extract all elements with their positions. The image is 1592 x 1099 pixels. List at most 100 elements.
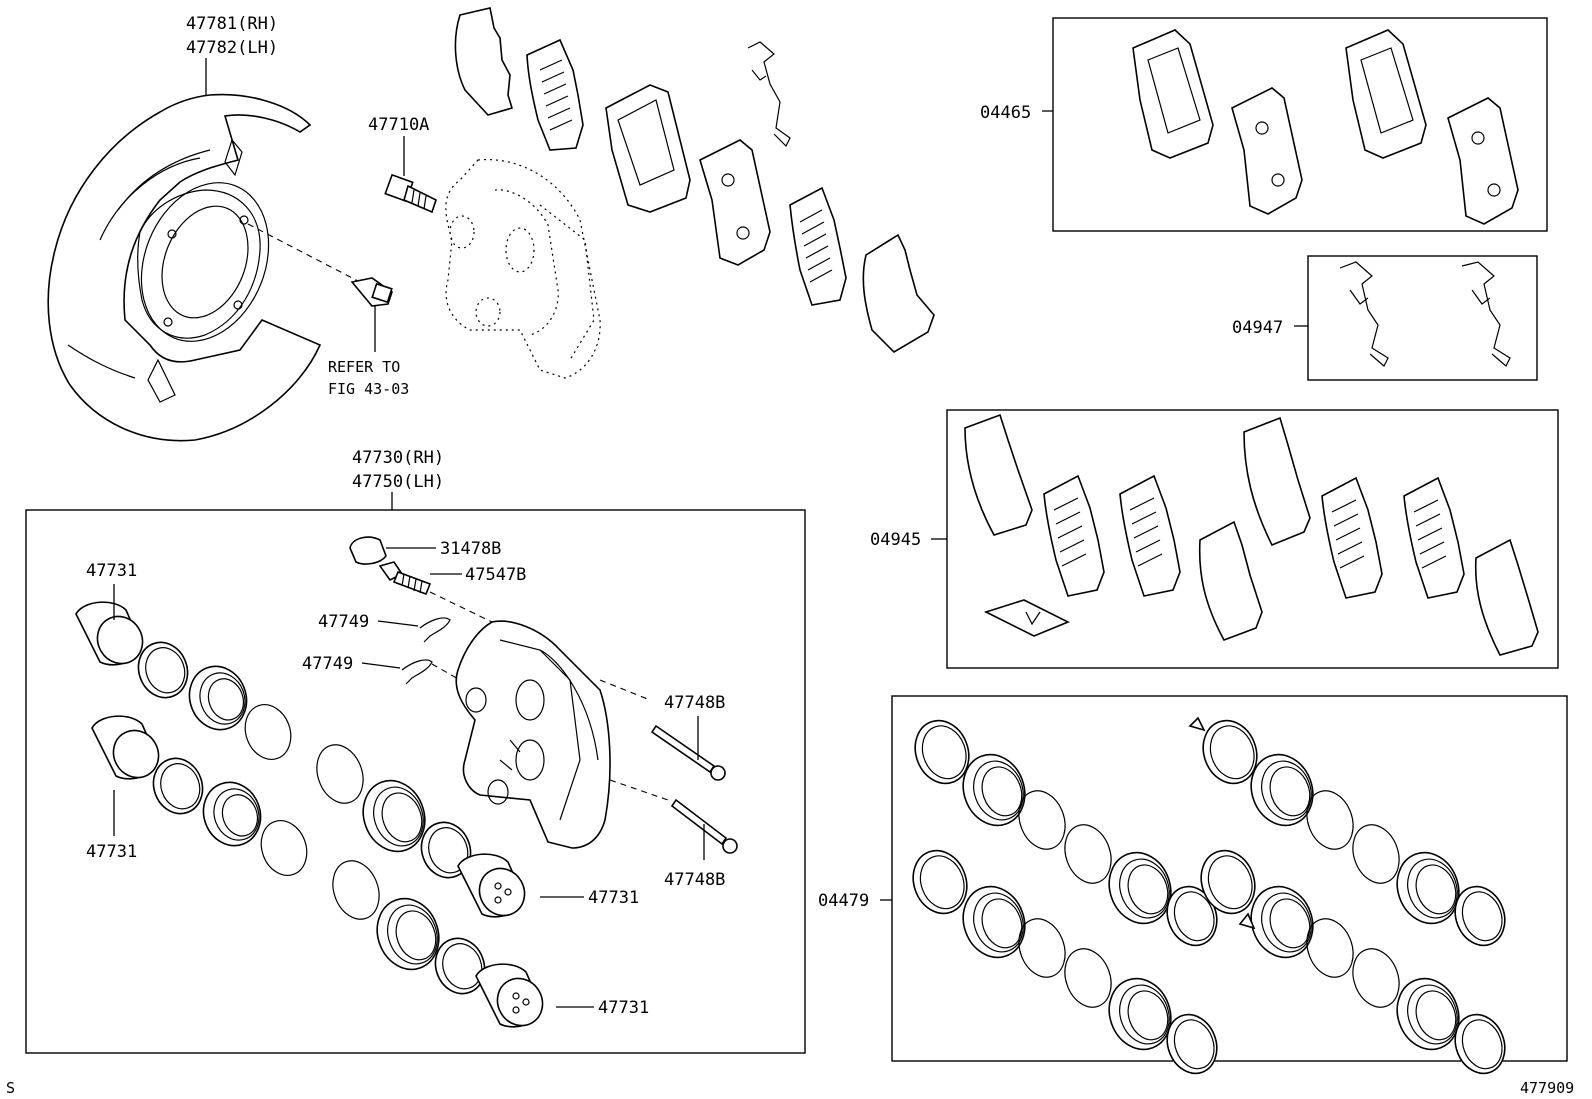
- kit-thin-ring[interactable]: [1011, 784, 1073, 855]
- seal-ring[interactable]: [131, 635, 195, 704]
- bleeder-cap[interactable]: [349, 536, 387, 565]
- seal-ring[interactable]: [414, 815, 478, 884]
- caliper-body[interactable]: [455, 620, 611, 849]
- kit-dust-boot[interactable]: [953, 746, 1034, 834]
- kit-thin-ring[interactable]: [1057, 818, 1119, 889]
- label-bleeder: 47547B: [465, 565, 526, 585]
- pad-upper-3[interactable]: [862, 233, 935, 354]
- kit-shim-2[interactable]: [1119, 474, 1181, 597]
- kit-grease-cap[interactable]: [1188, 716, 1206, 732]
- label-bolt: 47710A: [368, 115, 429, 135]
- kit-grease-cap[interactable]: [1238, 912, 1256, 930]
- backing-plate-upper[interactable]: [699, 139, 771, 266]
- kit-seal-ring[interactable]: [1447, 1008, 1513, 1081]
- kit-thin-ring[interactable]: [1057, 942, 1119, 1013]
- kit-seal-ring[interactable]: [1195, 713, 1266, 791]
- shim-upper-2[interactable]: [789, 186, 847, 306]
- kit-shim-pad-3[interactable]: [1243, 416, 1311, 547]
- label-kit-seals: 04479: [818, 891, 869, 911]
- kit-dust-boot[interactable]: [1241, 746, 1322, 834]
- label-kit-springs: 04947: [1232, 318, 1283, 338]
- piston-bottom-left[interactable]: [91, 715, 167, 786]
- caliper-kit-box: [25, 509, 806, 1054]
- seal-ring[interactable]: [146, 751, 210, 820]
- kit-dust-boot[interactable]: [1099, 970, 1180, 1058]
- kit-seal-ring[interactable]: [1447, 880, 1513, 953]
- piston-middle[interactable]: [457, 853, 533, 924]
- kit-seal-ring[interactable]: [905, 843, 976, 921]
- kit-thin-ring[interactable]: [1345, 818, 1407, 889]
- kit-seal-ring[interactable]: [1159, 880, 1225, 953]
- dust-boot[interactable]: [353, 772, 434, 860]
- kit-box-04465: [1052, 17, 1548, 232]
- piston-bottom[interactable]: [475, 963, 551, 1034]
- kit-seal-ring[interactable]: [1193, 843, 1264, 921]
- corner-mark: S: [6, 1079, 15, 1097]
- kit-spring-2[interactable]: [1461, 261, 1511, 367]
- kit-dust-boot[interactable]: [953, 878, 1034, 966]
- kit-shim-pad-4[interactable]: [1474, 538, 1539, 656]
- kit-thin-ring[interactable]: [1345, 942, 1407, 1013]
- clip-lower[interactable]: [401, 659, 433, 685]
- label-cap: 31478B: [440, 539, 501, 559]
- kit-shim-1[interactable]: [1043, 474, 1105, 597]
- kit-thin-ring[interactable]: [1299, 912, 1361, 983]
- seal-ring[interactable]: [428, 931, 492, 1000]
- label-clip-lower: 47749: [302, 654, 353, 674]
- kit-thin-ring[interactable]: [1011, 912, 1073, 983]
- piston-top-left[interactable]: [75, 601, 151, 672]
- pin-upper[interactable]: [650, 724, 726, 781]
- pin-lower[interactable]: [670, 798, 738, 854]
- kit-shim-pad-2[interactable]: [1198, 520, 1263, 641]
- shim-upper-1[interactable]: [526, 38, 584, 151]
- dust-boot[interactable]: [181, 658, 256, 737]
- kit-shim-3[interactable]: [1321, 476, 1383, 599]
- dust-shield[interactable]: [47, 93, 322, 442]
- kit-box-04479: [891, 695, 1568, 1062]
- kit-dust-boot[interactable]: [1387, 844, 1468, 932]
- kit-pad-2[interactable]: [1345, 29, 1427, 159]
- label-clip-upper: 47749: [318, 612, 369, 632]
- kit-pad-1[interactable]: [1132, 29, 1214, 159]
- seal-ring-thin[interactable]: [325, 854, 387, 925]
- figure-number: 477909: [1520, 1079, 1574, 1097]
- label-piston-mid: 47731: [588, 888, 639, 908]
- kit-seal-set[interactable]: [905, 713, 1513, 1080]
- shield-screw[interactable]: [350, 277, 393, 307]
- seal-ring-thin[interactable]: [238, 698, 298, 766]
- label-refer-1: REFER TO: [328, 358, 400, 376]
- kit-spring-1[interactable]: [1339, 261, 1389, 367]
- bleeder-screw[interactable]: [378, 561, 432, 596]
- caliper-seal-set[interactable]: [75, 601, 551, 1034]
- dust-boot[interactable]: [195, 774, 270, 853]
- kit-shim-pad-1[interactable]: [964, 413, 1033, 536]
- seal-ring-thin[interactable]: [309, 738, 371, 809]
- kit-thin-ring[interactable]: [1299, 784, 1361, 855]
- seal-ring-thin[interactable]: [254, 814, 314, 882]
- kit-seal-ring[interactable]: [1159, 1008, 1225, 1081]
- clip-upper[interactable]: [419, 617, 451, 643]
- label-piston-tl: 47731: [86, 561, 137, 581]
- spring-upper[interactable]: [747, 41, 791, 148]
- dust-boot[interactable]: [367, 890, 448, 978]
- kit-dust-boot[interactable]: [1387, 970, 1468, 1058]
- label-caliper-lh: 47750(LH): [352, 472, 444, 492]
- kit-dust-boot[interactable]: [1241, 878, 1322, 966]
- label-piston-bot: 47731: [598, 998, 649, 1018]
- grease-packet[interactable]: [983, 599, 1070, 637]
- kit-shim-4[interactable]: [1403, 476, 1465, 599]
- label-pin-upper: 47748B: [664, 693, 725, 713]
- kit-seal-ring[interactable]: [907, 713, 978, 791]
- kit-plate-1[interactable]: [1231, 87, 1303, 215]
- label-shield-lh: 47782(LH): [186, 38, 278, 58]
- label-kit-pads: 04465: [980, 103, 1031, 123]
- caliper-ghost: [445, 158, 601, 379]
- pad-upper-1[interactable]: [454, 7, 514, 116]
- mounting-bolt[interactable]: [384, 173, 437, 214]
- label-pin-lower: 47748B: [664, 870, 725, 890]
- pad-upper-2[interactable]: [605, 84, 691, 213]
- kit-dust-boot[interactable]: [1099, 844, 1180, 932]
- label-caliper-rh: 47730(RH): [352, 448, 444, 468]
- kit-plate-2[interactable]: [1447, 97, 1519, 225]
